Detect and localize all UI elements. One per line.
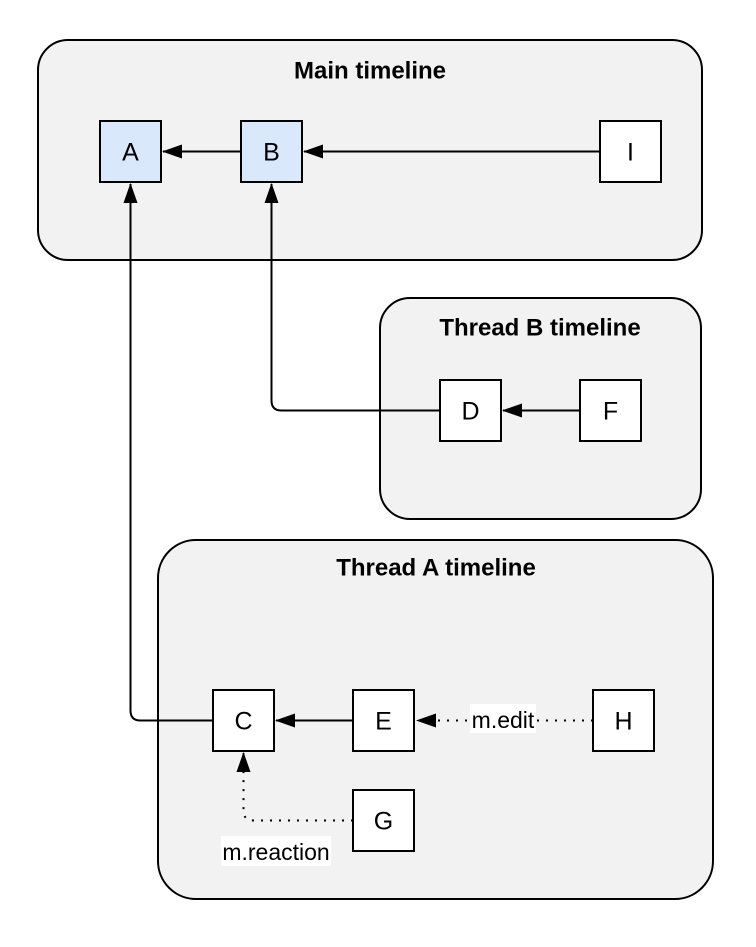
group-thread-b-timeline: Thread B timeline [379, 297, 702, 520]
node-i: I [599, 120, 662, 183]
group-main-timeline-rect [37, 39, 703, 261]
node-e: E [352, 689, 415, 752]
group-thread-b-timeline-rect [379, 297, 702, 520]
node-h-rect [592, 689, 655, 752]
node-g-rect [352, 789, 415, 852]
node-g: G [352, 789, 415, 852]
node-e-label: E [375, 708, 392, 736]
edge-g-to-c-m-reaction [236, 752, 353, 822]
node-f-label: F [603, 398, 618, 426]
edge-label-m-edit-bg [470, 704, 536, 733]
node-g-label: G [374, 808, 393, 836]
node-c: C [212, 689, 275, 752]
edge-label-m-reaction-text: m.reaction [222, 839, 329, 865]
node-c-rect [212, 689, 275, 752]
node-c-label: C [234, 708, 252, 736]
node-d-label: D [461, 398, 479, 426]
node-a: A [99, 120, 162, 183]
node-b-rect [240, 120, 303, 183]
node-b: B [240, 120, 303, 183]
node-h: H [592, 689, 655, 752]
node-a-rect [99, 120, 162, 183]
edge-c-to-a [123, 183, 213, 722]
edge-label-m-reaction-bg [221, 836, 331, 866]
node-f-rect [579, 379, 642, 442]
group-main-timeline-title: Main timeline [294, 58, 446, 85]
node-h-label: H [614, 708, 632, 736]
node-i-rect [599, 120, 662, 183]
edge-d-to-b [264, 183, 440, 412]
group-main-timeline: Main timeline [37, 39, 703, 261]
edge-label-m-edit-text: m.edit [472, 707, 535, 733]
group-thread-a-timeline-title: Thread A timeline [336, 555, 536, 582]
node-d: D [439, 379, 502, 442]
node-d-rect [439, 379, 502, 442]
edge-label-m-reaction: m.reaction [221, 836, 331, 866]
node-a-label: A [122, 139, 139, 167]
group-thread-b-timeline-title: Thread B timeline [439, 315, 640, 342]
edge-label-m-edit: m.edit [470, 704, 536, 733]
node-e-rect [352, 689, 415, 752]
node-f: F [579, 379, 642, 442]
node-b-label: B [263, 139, 280, 167]
node-i-label: I [627, 139, 634, 167]
